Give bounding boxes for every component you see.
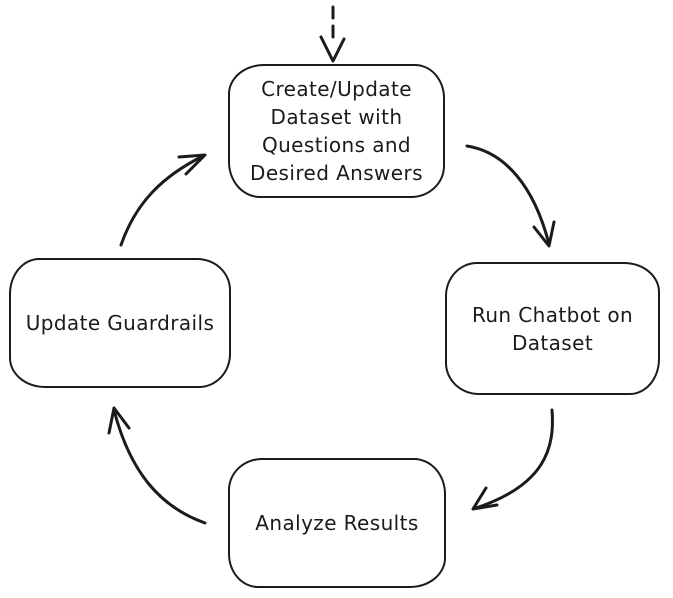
arrow-top-to-right-arrowhead-icon (532, 220, 556, 248)
label-line: Create/Update (261, 77, 412, 101)
node-update-guardrails-label: Update Guardrails (26, 309, 215, 337)
arrow-right-to-bottom-arrowhead-icon (471, 486, 499, 511)
node-create-update-dataset-label: Create/Update Dataset with Questions and… (250, 75, 423, 187)
node-create-update-dataset: Create/Update Dataset with Questions and… (228, 64, 445, 198)
label-line: Questions and (261, 133, 412, 157)
label-line: Run Chatbot on (471, 302, 634, 327)
arrow-left-to-top-arrowhead-icon (177, 153, 207, 176)
arrow-right-to-bottom (474, 408, 554, 510)
node-run-chatbot-on-dataset: Run Chatbot on Dataset (445, 262, 660, 395)
label-line: Desired Answers (250, 161, 423, 185)
node-run-chatbot-on-dataset-label: Run Chatbot on Dataset (472, 301, 633, 357)
label-line: Dataset with (270, 105, 403, 129)
node-update-guardrails: Update Guardrails (9, 258, 231, 388)
arrow-bottom-to-left-arrowhead-icon (107, 406, 131, 435)
node-analyze-results-label: Analyze Results (255, 509, 418, 537)
arrow-bottom-to-left (112, 408, 207, 525)
label-line: Analyze Results (255, 511, 419, 535)
arrow-left-to-top (119, 154, 205, 247)
label-line: Dataset (511, 330, 594, 355)
node-analyze-results: Analyze Results (228, 458, 446, 588)
label-line: Update Guardrails (25, 311, 215, 335)
entry-arrow-arrowhead-icon (319, 35, 346, 63)
arrow-top-to-right (465, 144, 551, 246)
